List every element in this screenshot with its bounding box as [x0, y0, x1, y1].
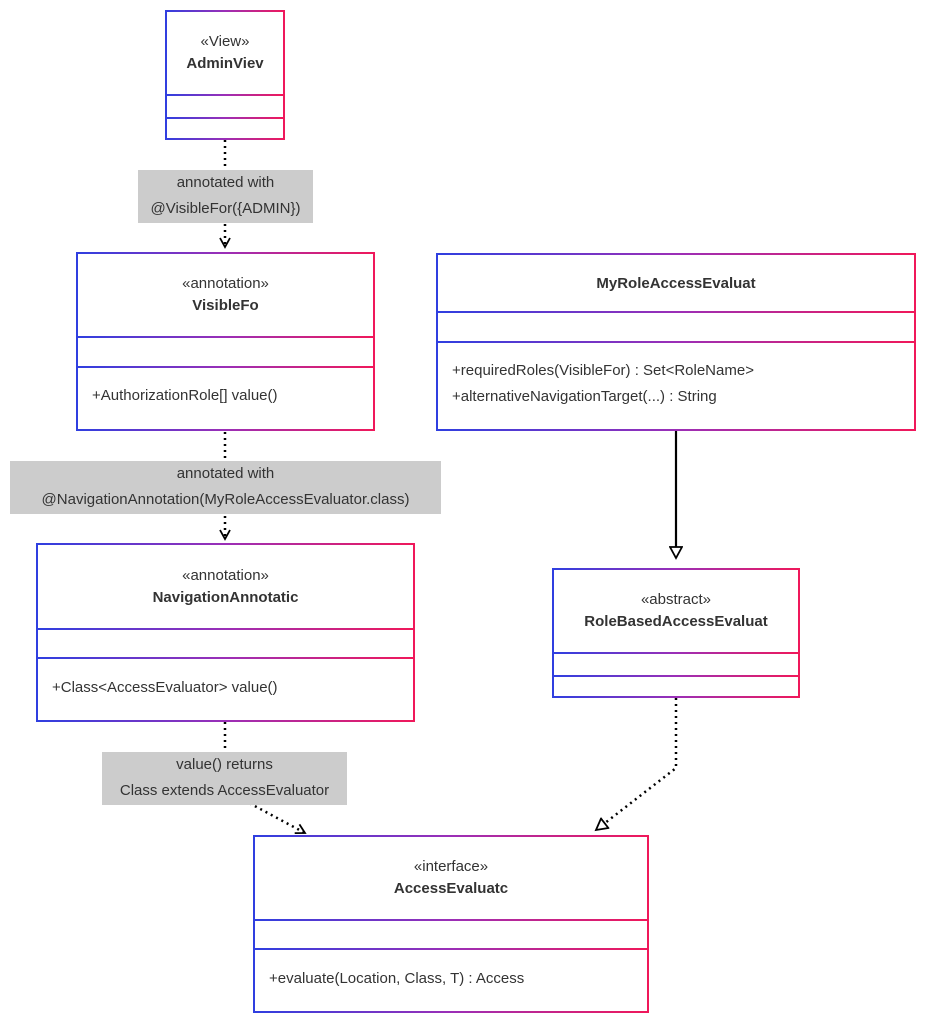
- stereotype-label: «annotation»: [182, 275, 269, 292]
- edge-label-line-1: value() returns: [176, 756, 273, 773]
- edge-label-line-1: annotated with: [176, 174, 275, 191]
- compartment-divider: [167, 117, 283, 119]
- compartment-divider: [255, 948, 647, 950]
- members-list: +AuthorizationRole[] value(): [92, 383, 369, 409]
- edge-label-line-2: @VisibleFor({ADMIN}): [150, 200, 301, 217]
- compartment-divider: [78, 336, 373, 338]
- stereotype-label: «abstract»: [640, 591, 712, 608]
- compartment-divider: [78, 366, 373, 368]
- edge-label-line-1: annotated with: [176, 465, 275, 482]
- class-name: VisibleFo: [192, 297, 259, 314]
- edge-label-line-2: Class extends AccessEvaluator: [119, 782, 330, 799]
- member-item: +evaluate(Location, Class, T) : Access: [269, 970, 525, 987]
- class-admin-view[interactable]: «View» AdminViev: [165, 10, 285, 140]
- edge-label-navigation-accessevaluator: value() returns Class extends AccessEval…: [102, 752, 347, 805]
- class-access-evaluator[interactable]: «interface» AccessEvaluatc +evaluate(Loc…: [253, 835, 649, 1013]
- member-item: +Class<AccessEvaluator> value(): [52, 679, 278, 696]
- class-role-based-access-evaluator[interactable]: «abstract» RoleBasedAccessEvaluat: [552, 568, 800, 698]
- stereotype-label: «interface»: [413, 858, 489, 875]
- compartment-divider: [438, 311, 914, 313]
- edge-label-line-2: @NavigationAnnotation(MyRoleAccessEvalua…: [41, 491, 410, 508]
- compartment-divider: [554, 675, 798, 677]
- compartment-divider: [38, 628, 413, 630]
- class-visible-for[interactable]: «annotation» VisibleFo +AuthorizationRol…: [76, 252, 375, 431]
- members-list: +evaluate(Location, Class, T) : Access: [269, 966, 643, 992]
- class-name: MyRoleAccessEvaluat: [596, 274, 756, 292]
- class-name: AdminViev: [186, 55, 264, 72]
- class-name: RoleBasedAccessEvaluat: [584, 613, 768, 630]
- compartment-divider: [438, 341, 914, 343]
- members-list: +Class<AccessEvaluator> value(): [52, 675, 409, 701]
- stereotype-label: «View»: [200, 33, 250, 50]
- members-list: +requiredRoles(VisibleFor) : Set<RoleNam…: [452, 358, 910, 410]
- edge-rolebased-accessevaluator: [596, 698, 678, 830]
- class-name: AccessEvaluatc: [393, 880, 509, 897]
- compartment-divider: [554, 652, 798, 654]
- stereotype-label: «annotation»: [182, 566, 269, 584]
- class-name: NavigationAnnotatic: [152, 588, 299, 606]
- class-my-role-access-evaluator[interactable]: MyRoleAccessEvaluat +requiredRoles(Visib…: [436, 253, 916, 431]
- member-item: +alternativeNavigationTarget(...) : Stri…: [452, 388, 717, 405]
- compartment-divider: [255, 919, 647, 921]
- edge-label-visiblefor-navigation: annotated with @NavigationAnnotation(MyR…: [10, 461, 441, 514]
- class-navigation-annotation[interactable]: «annotation» NavigationAnnotatic +Class<…: [36, 543, 415, 722]
- edge-label-adminview-visiblefor: annotated with @VisibleFor({ADMIN}): [138, 170, 313, 223]
- member-item: +requiredRoles(VisibleFor) : Set<RoleNam…: [452, 362, 754, 379]
- compartment-divider: [167, 94, 283, 96]
- compartment-divider: [38, 657, 413, 659]
- member-item: +AuthorizationRole[] value(): [92, 387, 278, 404]
